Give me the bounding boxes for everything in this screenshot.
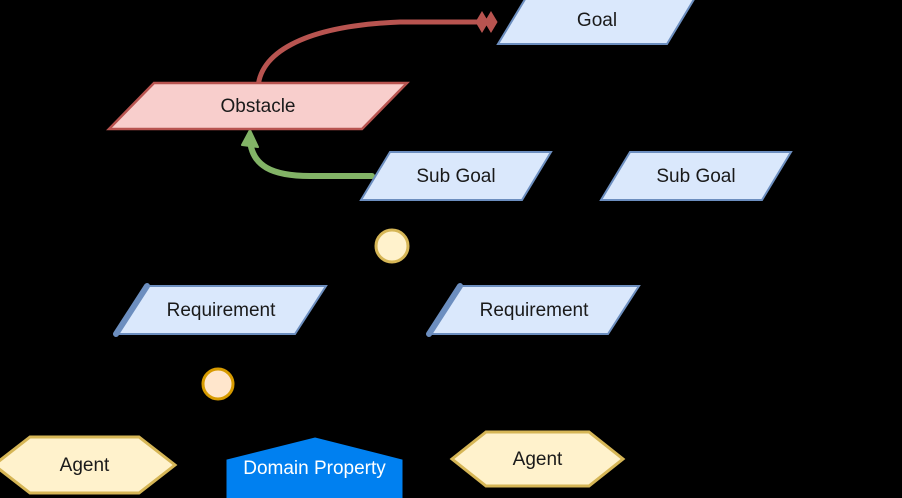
node-sub-goal-left[interactable]: Sub Goal: [359, 150, 553, 202]
sub-goal-left-shape: [359, 151, 553, 201]
requirement-right-shape: [426, 283, 641, 337]
node-sub-goal-right-label: Sub Goal: [656, 165, 736, 187]
resolution-edge-path: [247, 137, 375, 179]
edge-resolution: [241, 129, 375, 179]
node-requirement-right-label: Requirement: [479, 299, 589, 321]
node-agent-left[interactable]: Agent: [0, 435, 178, 495]
goal-shape: [496, 0, 695, 45]
node-requirement-left[interactable]: Requirement: [113, 283, 328, 337]
refinement-circle-lower-shape: [201, 367, 235, 401]
resolution-arrowhead: [241, 129, 259, 148]
domain-property-shape: [226, 437, 403, 498]
obstruction-marker-diamond-right: [484, 11, 498, 33]
obstruction-edge-path: [255, 19, 481, 93]
node-agent-right[interactable]: Agent: [449, 430, 626, 488]
node-agent-right-label: Agent: [512, 448, 563, 470]
node-domain-property[interactable]: Domain Property: [226, 437, 403, 498]
node-refinement-circle-upper[interactable]: [373, 227, 411, 265]
obstacle-shape: [106, 81, 410, 131]
agent-right-shape: [449, 430, 626, 488]
sub-goal-right-shape: [599, 151, 793, 201]
node-domain-property-label: Domain Property: [243, 457, 386, 479]
node-sub-goal-left-label: Sub Goal: [416, 165, 496, 187]
node-goal-label: Goal: [576, 9, 618, 31]
obstruction-marker-diamond-left: [475, 11, 489, 33]
edge-obstruction: [255, 11, 498, 93]
node-obstacle[interactable]: Obstacle: [106, 81, 410, 131]
node-refinement-circle-lower[interactable]: [200, 366, 236, 402]
node-requirement-right[interactable]: Requirement: [426, 283, 641, 337]
node-goal[interactable]: Goal: [496, 0, 697, 46]
node-obstacle-label: Obstacle: [220, 95, 296, 117]
node-agent-left-label: Agent: [59, 454, 110, 476]
refinement-circle-upper-shape: [374, 228, 410, 264]
agent-left-shape: [0, 435, 178, 495]
node-sub-goal-right[interactable]: Sub Goal: [599, 150, 793, 202]
node-requirement-left-label: Requirement: [166, 299, 276, 321]
requirement-left-shape: [113, 283, 328, 337]
